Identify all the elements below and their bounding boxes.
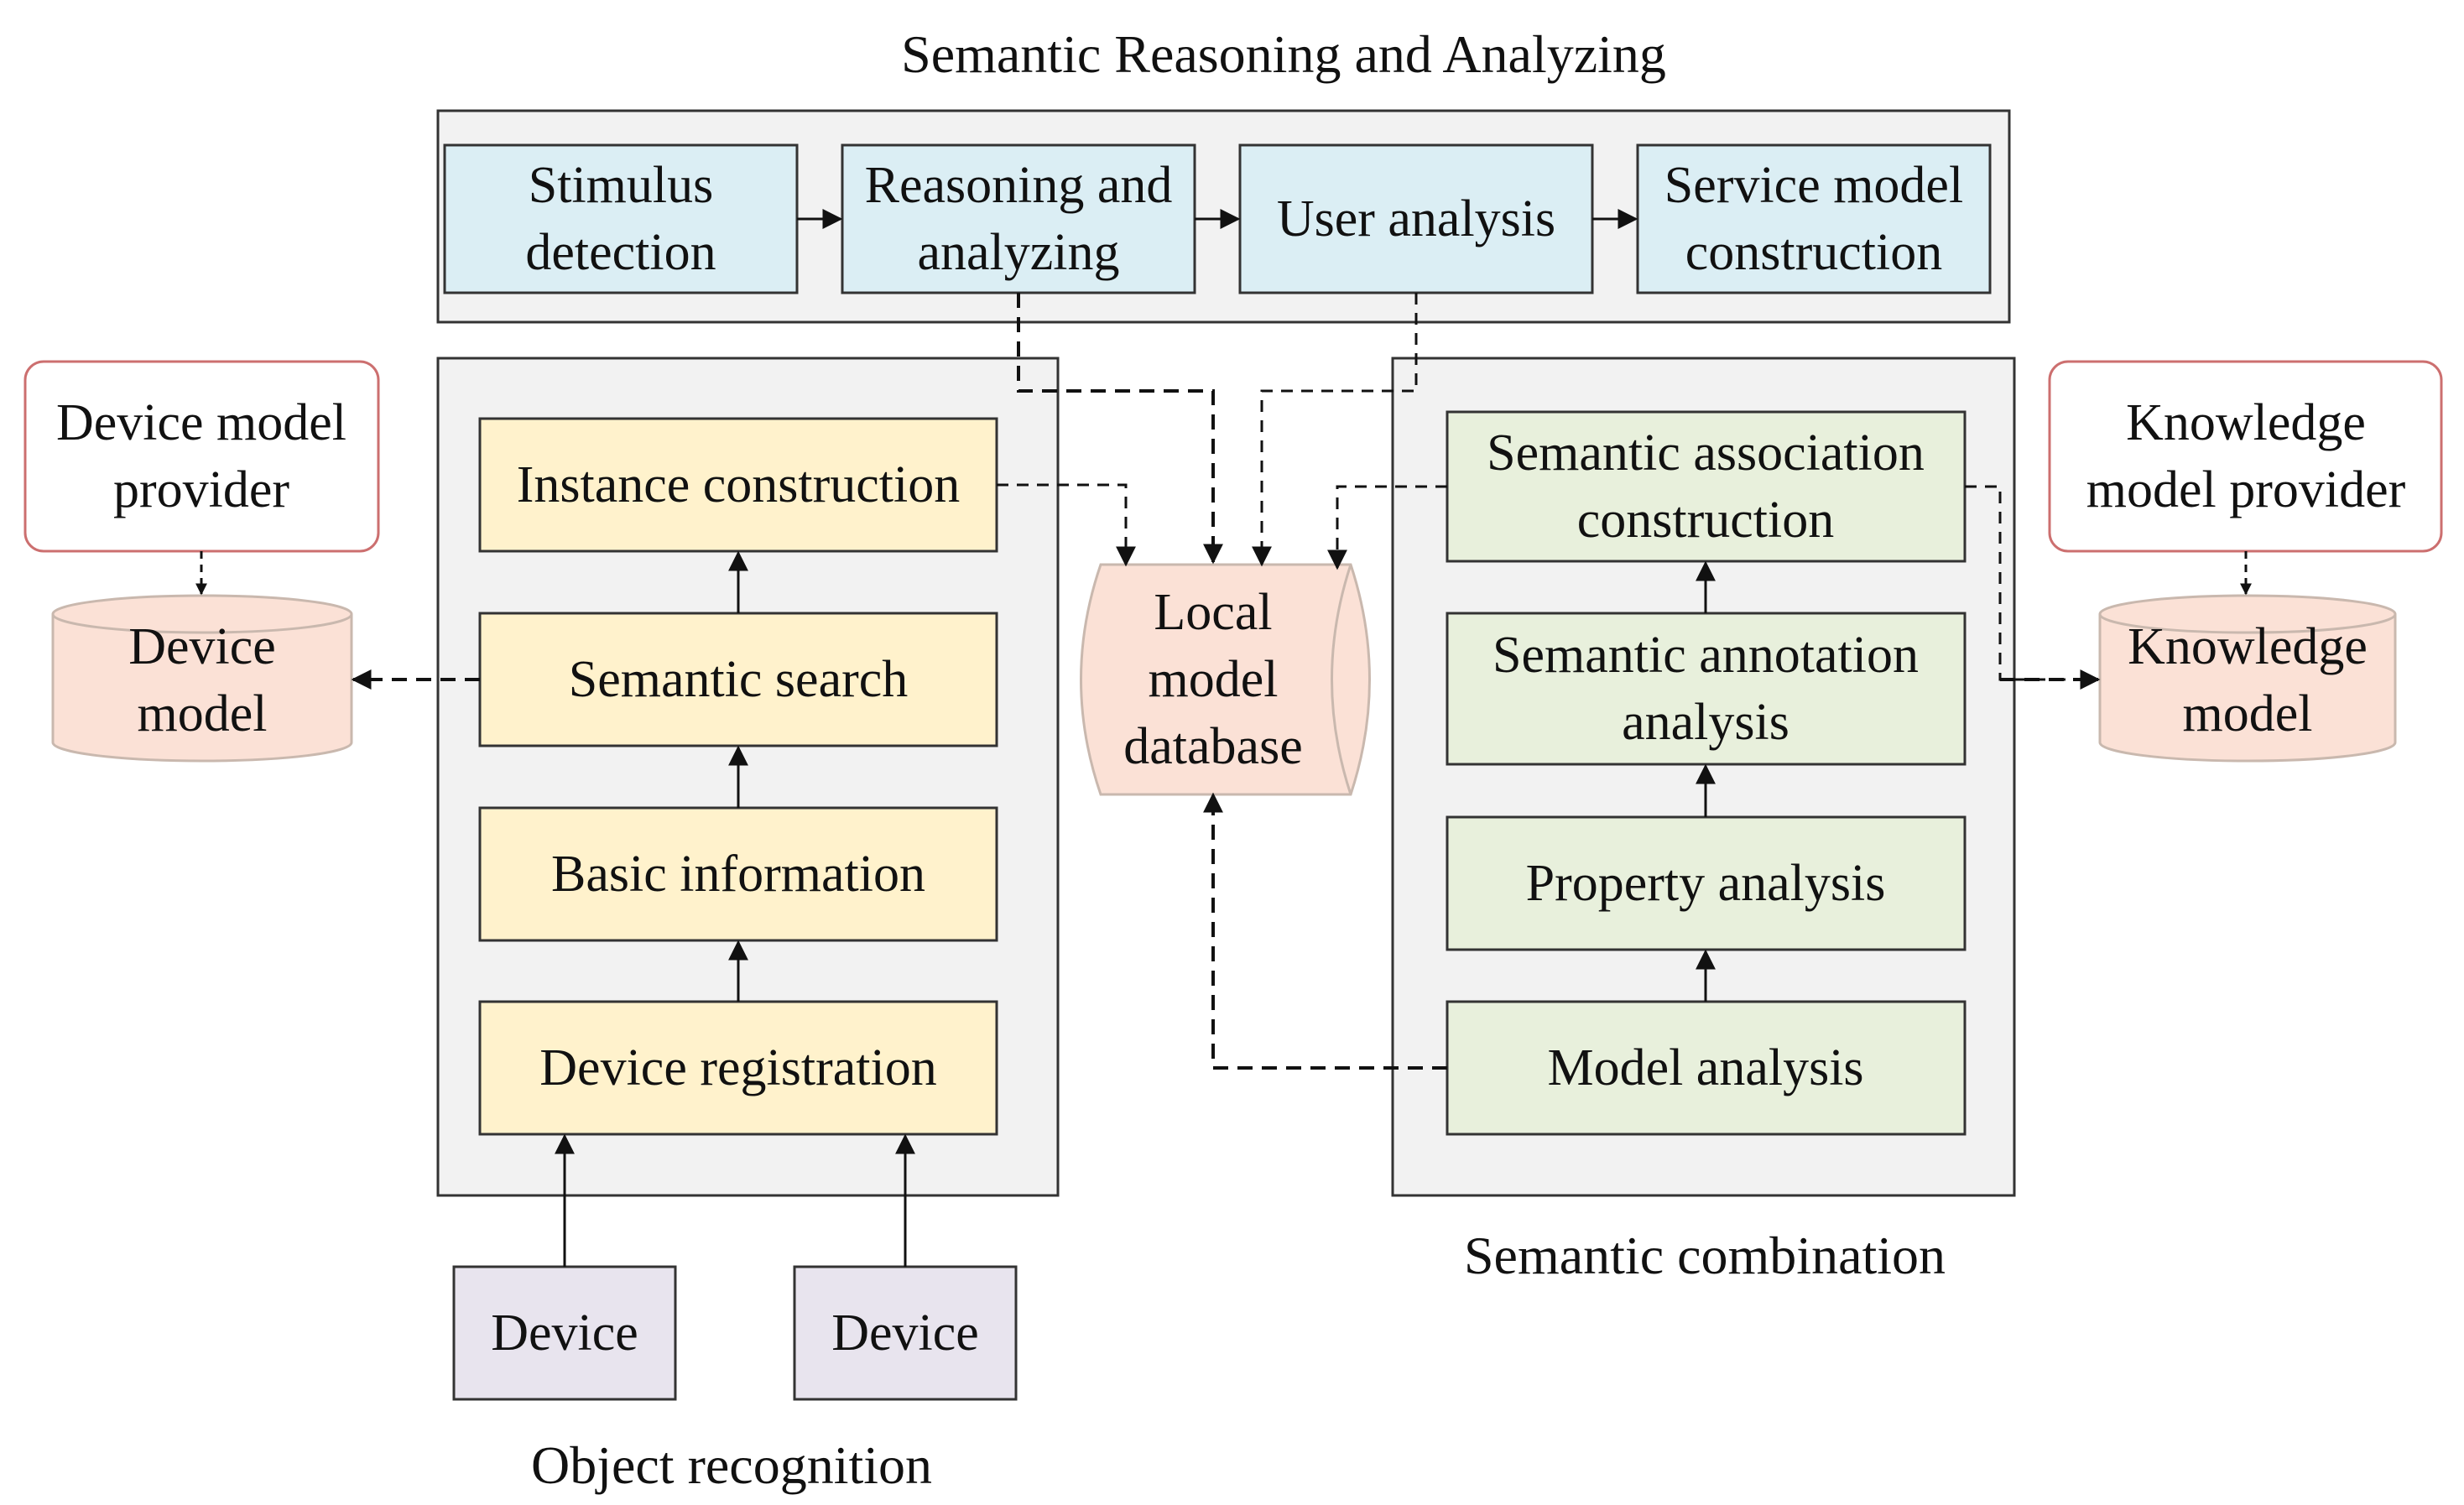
dashed-model-analysis-to-local-db — [1203, 792, 1447, 1070]
reasoning-analyzing-box — [841, 143, 1196, 294]
label-line: Device — [831, 1305, 979, 1362]
semantic-search-box — [478, 612, 998, 747]
label-line: model — [1149, 651, 1279, 708]
label-line: Model analysis — [1547, 1039, 1863, 1096]
device-box-1 — [452, 1265, 677, 1401]
label-line: Semantic association — [1487, 424, 1925, 482]
semantic-annotation-analysis-box — [1446, 612, 1967, 766]
label-line: construction — [1577, 492, 1835, 549]
dashed-reasoning-to-local-db — [1017, 293, 1223, 565]
service-model-construction-label: Service model construction — [1664, 157, 1963, 281]
dashed-association-to-knowledge-model — [1965, 485, 2101, 690]
semantic-search-label: Semantic search — [569, 651, 909, 708]
label-line: Semantic search — [569, 651, 909, 708]
label-line: database — [1123, 718, 1302, 775]
label-line: Stimulus — [529, 157, 714, 214]
label-line: model provider — [2086, 461, 2406, 518]
property-analysis-label: Property analysis — [1526, 855, 1886, 912]
stimulus-detection-label: Stimulus detection — [525, 157, 716, 281]
model-analysis-box — [1446, 1000, 1967, 1136]
knowledge-model-provider-label: Knowledge model provider — [2086, 394, 2406, 518]
label-line: model — [138, 685, 268, 742]
local-model-database-store — [1080, 563, 1371, 796]
label-line: analyzing — [917, 224, 1119, 281]
semantic-annotation-analysis-label: Semantic annotation analysis — [1492, 627, 1919, 751]
device-model-provider-box — [23, 360, 380, 553]
semantic-association-construction-box — [1446, 410, 1967, 563]
device-model-store — [51, 594, 353, 763]
device-model-provider-label: Device model provider — [56, 394, 346, 518]
semantic-reasoning-caption: Semantic Reasoning and Analyzing — [901, 24, 1666, 84]
label-line: Device registration — [539, 1039, 936, 1096]
stimulus-detection-box — [443, 143, 799, 294]
dashed-instance-to-local-db — [997, 483, 1136, 567]
dashed-association-to-local-db — [1327, 485, 1447, 570]
label-line: Local — [1154, 584, 1272, 641]
model-analysis-label: Model analysis — [1547, 1039, 1863, 1096]
label-line: Device model — [56, 394, 346, 451]
label-line: Reasoning and — [865, 157, 1173, 214]
service-model-construction-box — [1636, 143, 1992, 294]
label-line: model — [2183, 685, 2313, 742]
label-line: Knowledge — [2128, 618, 2368, 675]
label-line: Semantic annotation — [1492, 627, 1919, 684]
user-analysis-label: User analysis — [1277, 190, 1555, 247]
semantic-association-construction-label: Semantic association construction — [1487, 424, 1925, 549]
local-model-database-label: Local model database — [1123, 584, 1302, 775]
label-line: Property analysis — [1526, 855, 1886, 912]
knowledge-model-store — [2098, 594, 2397, 763]
label-line: analysis — [1622, 694, 1789, 751]
device-box-2 — [793, 1265, 1018, 1401]
label-line: provider — [113, 461, 289, 518]
instance-construction-box — [478, 417, 998, 553]
device-label-2: Device — [831, 1305, 979, 1362]
label-line: construction — [1685, 224, 1943, 281]
device-registration-label: Device registration — [539, 1039, 936, 1096]
instance-construction-label: Instance construction — [517, 456, 961, 513]
object-recognition-caption: Object recognition — [531, 1435, 932, 1495]
semantic-combination-caption: Semantic combination — [1464, 1226, 1946, 1285]
knowledge-model-label: Knowledge model — [2128, 618, 2368, 742]
label-line: Knowledge — [2126, 394, 2366, 451]
knowledge-model-provider-box — [2048, 360, 2443, 553]
label-line: Instance construction — [517, 456, 961, 513]
device-label-1: Device — [491, 1305, 638, 1362]
label-line: Service model — [1664, 157, 1963, 214]
reasoning-analyzing-label: Reasoning and analyzing — [865, 157, 1173, 281]
label-line: Device — [491, 1305, 638, 1362]
basic-information-label: Basic information — [551, 846, 925, 903]
label-line: Device — [128, 618, 276, 675]
label-line: detection — [525, 224, 716, 281]
dashed-user-analysis-to-local-db — [1252, 293, 1418, 567]
label-line: User analysis — [1277, 190, 1555, 247]
label-line: Basic information — [551, 846, 925, 903]
property-analysis-box — [1446, 815, 1967, 951]
device-model-label: Device model — [128, 618, 276, 742]
